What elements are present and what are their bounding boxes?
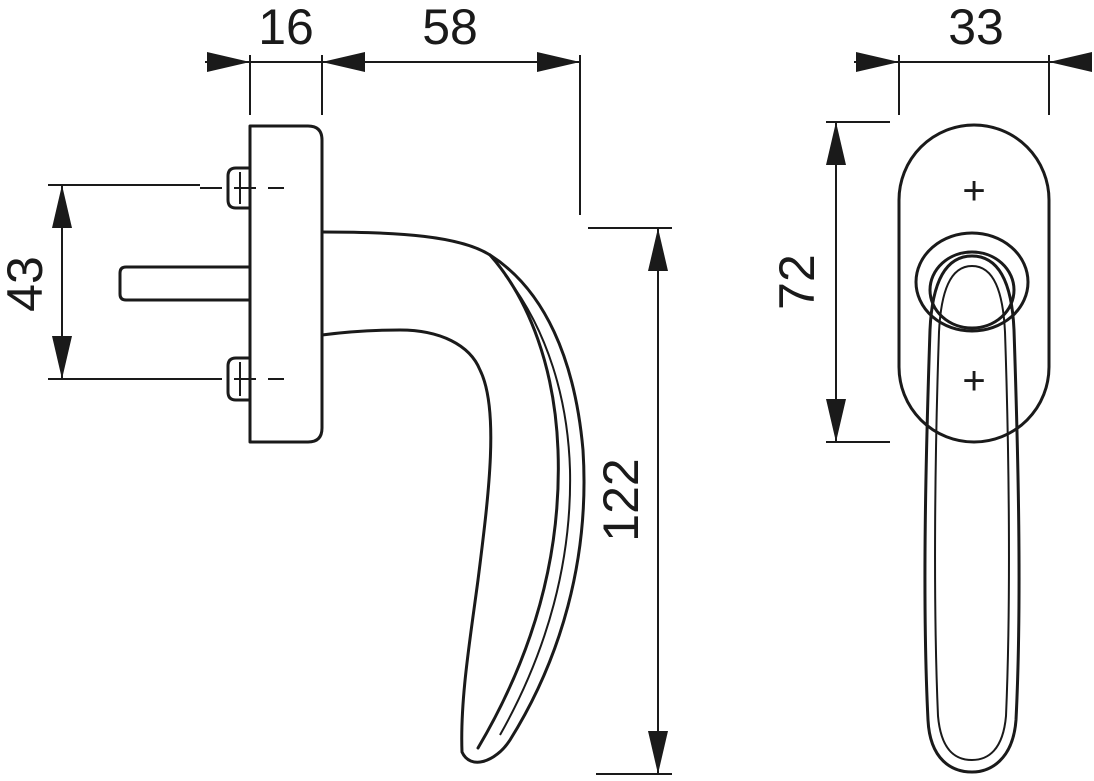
screw-mark-top: + — [962, 169, 985, 213]
dim-label-72: 72 — [769, 254, 825, 310]
dim-label-16: 16 — [258, 0, 314, 55]
dim-label-43: 43 — [0, 256, 53, 312]
screw-head-top — [226, 166, 252, 210]
rose-oval — [897, 123, 1051, 444]
handle-contour — [476, 253, 560, 750]
handle-lever — [320, 230, 586, 764]
dim-label-122: 122 — [593, 458, 649, 541]
dim-label-33: 33 — [948, 0, 1004, 55]
neck-collar-inner — [928, 250, 1016, 330]
dim-label-58: 58 — [422, 0, 478, 55]
screw-mark-bottom: + — [962, 359, 985, 403]
front-view: + + 33 72 — [769, 0, 1092, 774]
spindle — [118, 265, 252, 302]
rose-plate — [248, 124, 324, 444]
neck-collar-outer — [914, 231, 1030, 333]
lever-front — [923, 254, 1021, 774]
side-view: 16 58 43 122 — [0, 0, 672, 775]
screw-head-bottom — [226, 356, 252, 402]
